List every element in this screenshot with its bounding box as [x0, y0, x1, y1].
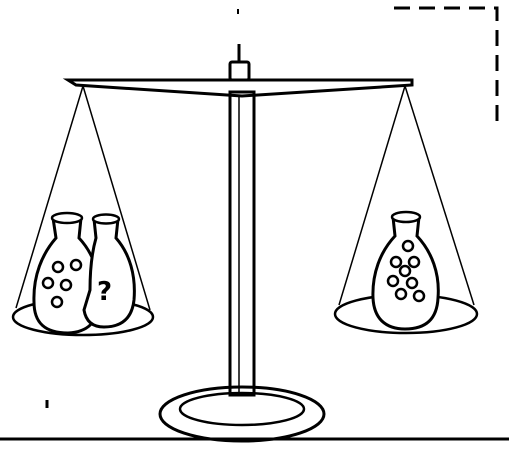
jar-dot	[403, 241, 413, 251]
jar-dot	[53, 262, 63, 272]
jar-dot	[414, 291, 424, 301]
right-jar-dots	[373, 212, 438, 329]
jar-dot	[388, 276, 398, 286]
right-pan	[335, 86, 477, 333]
scale-pillar	[230, 92, 254, 395]
jar-dot	[52, 297, 62, 307]
jar-dot	[409, 257, 419, 267]
jar-dot	[396, 289, 406, 299]
jar-dot	[400, 266, 410, 276]
scale-beam	[68, 80, 412, 96]
jar-dot	[43, 278, 53, 288]
jar-dot	[71, 260, 81, 270]
jar-dot	[61, 280, 71, 290]
question-mark-label: ?	[97, 277, 112, 307]
dashed-corner-frame	[394, 8, 497, 130]
jar-dot	[407, 278, 417, 288]
left-pan: ?	[13, 86, 153, 335]
jar-dot	[391, 257, 401, 267]
scale-pivot	[230, 44, 249, 80]
